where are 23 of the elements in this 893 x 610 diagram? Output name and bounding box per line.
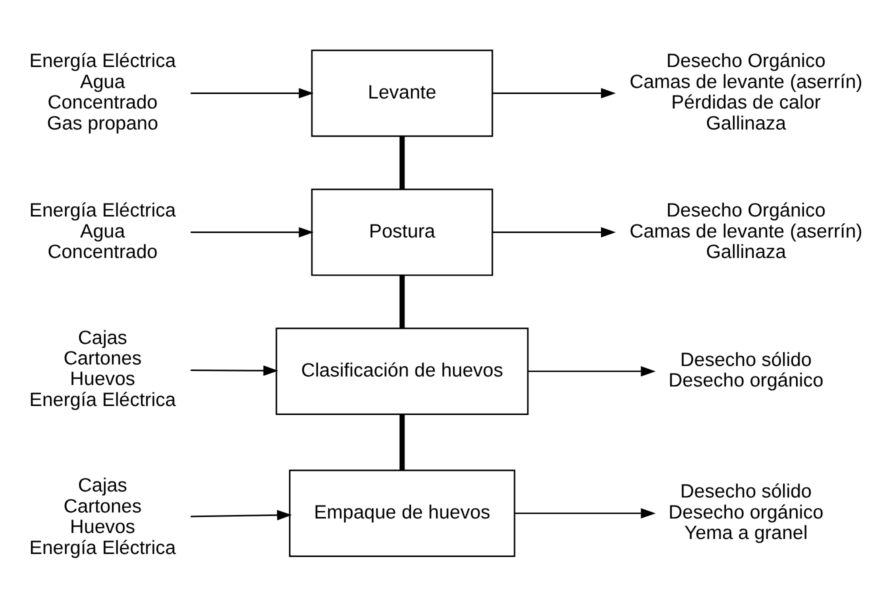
node-text: Energía Eléctrica Agua Concentrado (29, 200, 176, 263)
node-text: Desecho sólido Desecho orgánico (668, 349, 824, 392)
arrow (492, 88, 616, 98)
arrow (528, 366, 656, 376)
node-text: Desecho sólido Desecho orgánico Yema a granel (668, 481, 824, 544)
connector (400, 274, 405, 328)
node-text: Desecho Orgánico Camas de levante (aserrín) Gallinaza (630, 200, 862, 263)
arrow (190, 226, 314, 237)
arrow (190, 364, 278, 376)
node-text: Desecho Orgánico Camas de levante (aserrín) Pérdidas de calor Gallinaza (630, 50, 862, 134)
node-box: Levante (311, 49, 494, 136)
arrow (190, 88, 314, 98)
node-box: Postura (311, 188, 494, 276)
node-text: Energía Eléctrica Agua Concentrado Gas propano (29, 50, 176, 134)
node-text: Cajas Cartones Huevos Energía Eléctrica (29, 327, 176, 410)
node-box: Empaque de huevos (288, 469, 516, 556)
arrow (514, 508, 656, 518)
arrow (190, 509, 292, 520)
arrow (492, 226, 616, 237)
node-box: Clasificación de huevos (276, 327, 529, 414)
node-text: Cajas Cartones Huevos Energía Eléctrica (29, 475, 176, 558)
connector (400, 136, 405, 189)
connector (400, 414, 405, 470)
